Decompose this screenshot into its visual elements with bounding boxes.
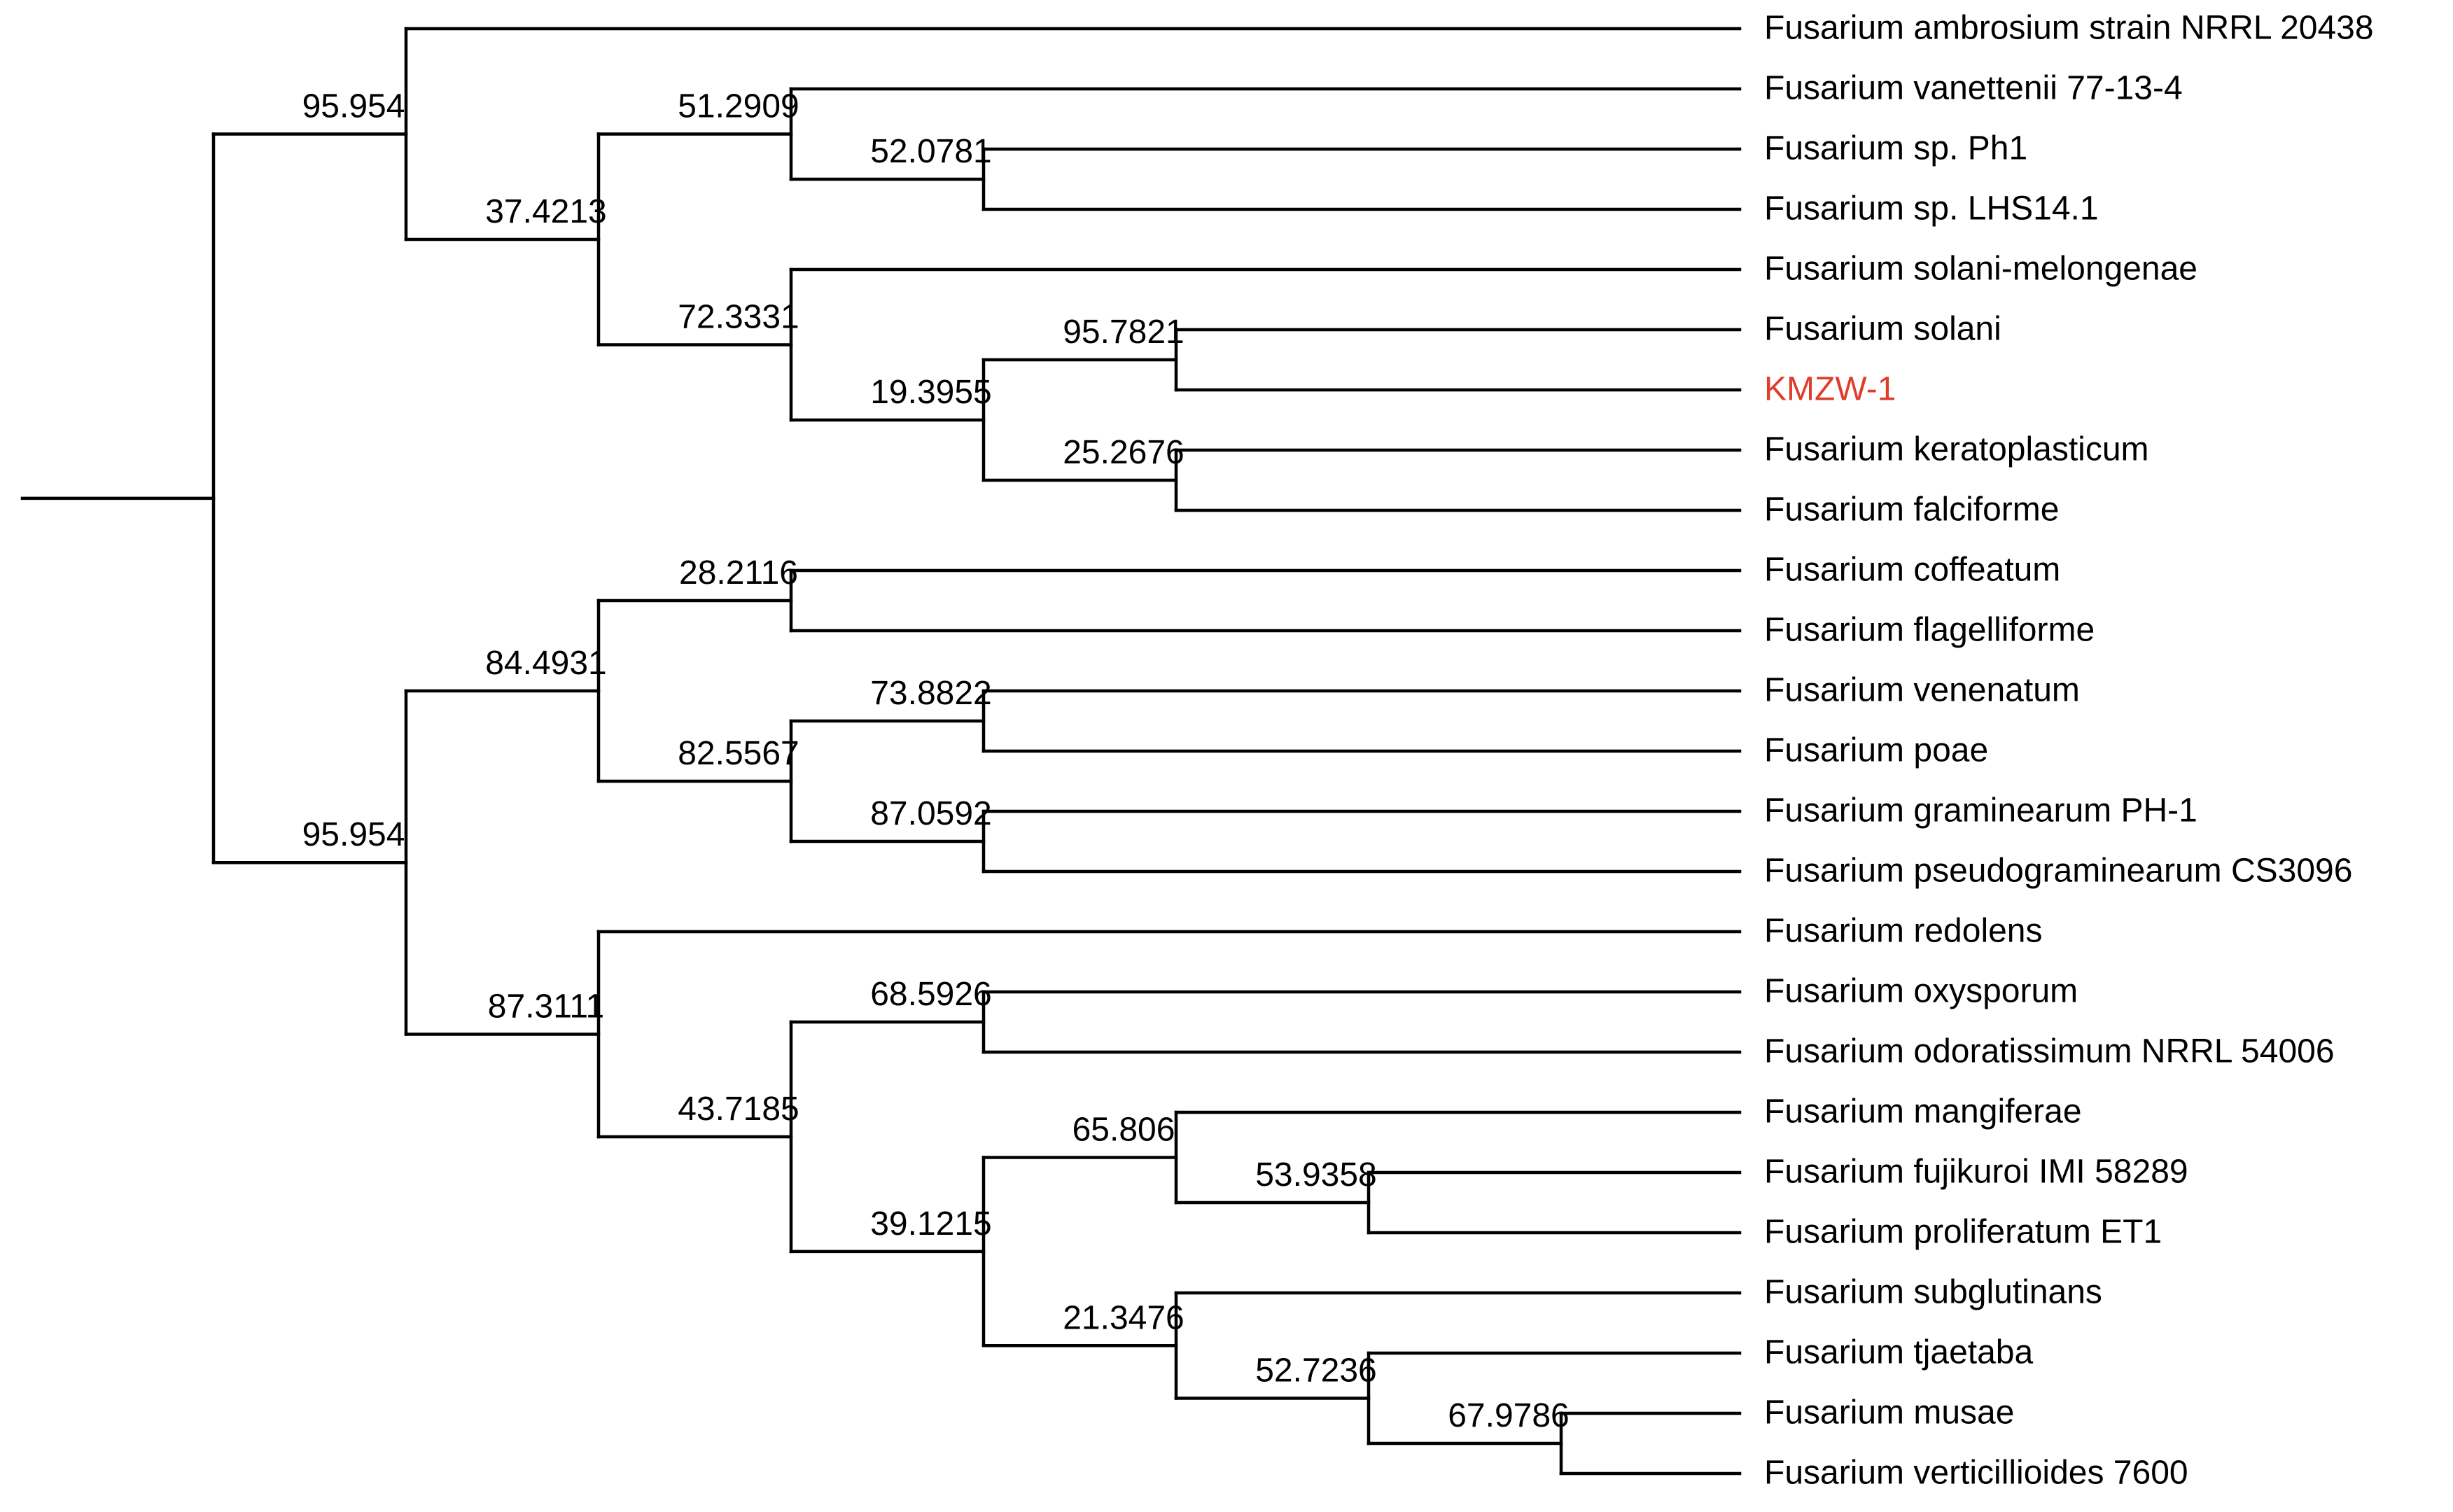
support-value: 28.2116 (679, 554, 798, 592)
support-value: 37.4213 (485, 193, 607, 230)
taxon-label: Fusarium pseudograminearum CS3096 (1764, 853, 2352, 890)
support-value: 95.7821 (1063, 314, 1184, 351)
taxon-label: Fusarium coffeatum (1764, 552, 2060, 589)
taxon-label: Fusarium solani (1764, 311, 2001, 348)
support-value: 87.0592 (870, 795, 992, 832)
taxon-label: Fusarium vanettenii 77-13-4 (1764, 70, 2183, 107)
taxon-label: Fusarium odoratissimum NRRL 54006 (1764, 1033, 2335, 1070)
taxon-label: Fusarium sp. LHS14.1 (1764, 190, 2099, 227)
taxon-label: Fusarium mangiferae (1764, 1093, 2082, 1130)
support-value: 65.806 (1072, 1112, 1175, 1149)
support-value: 68.5926 (870, 976, 992, 1013)
support-value: 72.3331 (678, 299, 799, 336)
support-value: 52.0781 (870, 133, 992, 170)
taxon-label: Fusarium fujikuroi IMI 58289 (1764, 1154, 2188, 1191)
support-value: 51.2909 (678, 88, 799, 125)
support-value: 82.5567 (678, 735, 799, 772)
taxon-label: Fusarium subglutinans (1764, 1274, 2102, 1311)
taxon-label: Fusarium oxysporum (1764, 973, 2078, 1010)
taxon-label: Fusarium redolens (1764, 913, 2043, 950)
taxon-label: Fusarium proliferatum ET1 (1764, 1214, 2162, 1251)
taxon-label: Fusarium ambrosium strain NRRL 20438 (1764, 10, 2374, 47)
support-value: 19.3955 (870, 374, 992, 411)
support-value: 43.7185 (678, 1091, 799, 1128)
support-value: 84.4931 (485, 645, 607, 682)
taxon-label: Fusarium flagelliforme (1764, 612, 2095, 649)
support-value: 95.954 (302, 816, 405, 853)
support-values: 52.0781 95.7821 25.2676 19.3955 51.2909 72.33… (302, 88, 1570, 1435)
taxon-label: Fusarium tjaetaba (1764, 1334, 2033, 1371)
support-value: 25.2676 (1063, 434, 1184, 471)
support-value: 21.3476 (1063, 1299, 1184, 1336)
taxon-label: Fusarium falciforme (1764, 491, 2059, 528)
support-value: 73.8822 (870, 675, 992, 712)
taxon-label: Fusarium sp. Ph1 (1764, 130, 2027, 167)
support-value: 39.1215 (870, 1205, 992, 1242)
support-value: 87.3111 (488, 988, 604, 1025)
taxon-label: Fusarium verticillioides 7600 (1764, 1455, 2188, 1492)
taxon-label-highlight: KMZW-1 (1764, 371, 1896, 408)
taxon-label: Fusarium venenatum (1764, 672, 2080, 709)
taxon-label: Fusarium keratoplasticum (1764, 431, 2149, 468)
taxon-label: Fusarium graminearum PH-1 (1764, 792, 2197, 830)
support-value: 67.9786 (1448, 1397, 1570, 1434)
support-value: 52.7236 (1255, 1352, 1377, 1390)
support-value: 95.954 (302, 88, 405, 125)
taxon-label: Fusarium solani-melongenae (1764, 251, 2197, 288)
taxon-label: Fusarium poae (1764, 732, 1988, 769)
tree-branches (20, 27, 1742, 1476)
support-value: 53.9358 (1255, 1156, 1377, 1194)
taxon-label: Fusarium musae (1764, 1394, 2014, 1432)
